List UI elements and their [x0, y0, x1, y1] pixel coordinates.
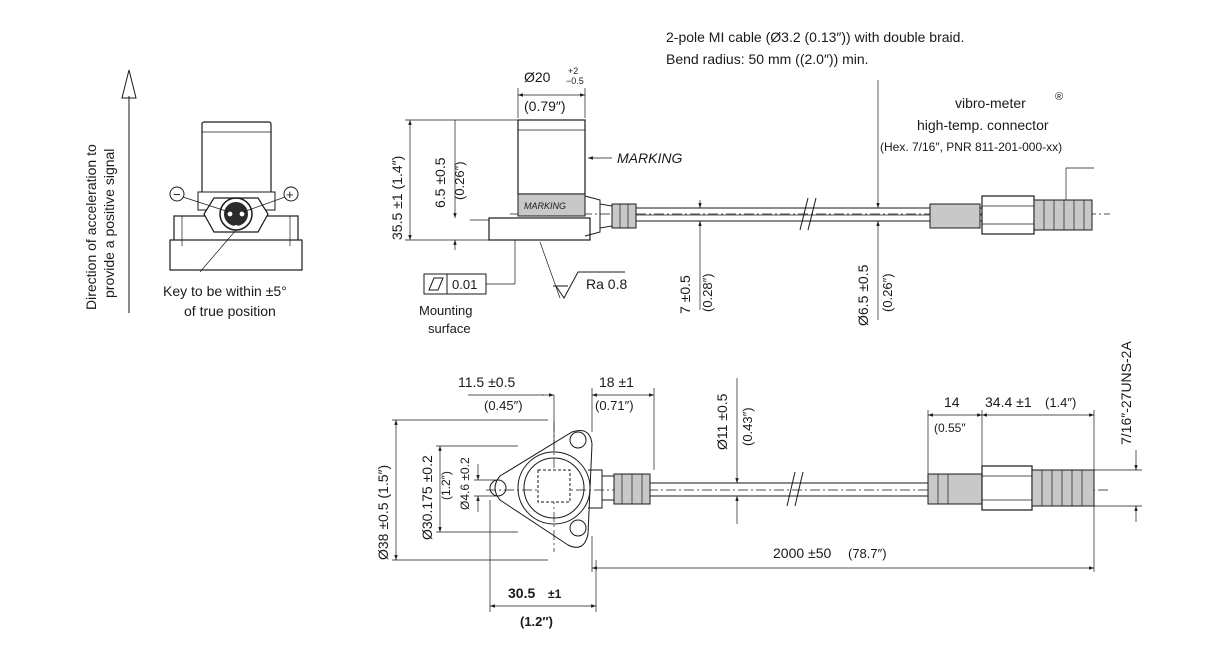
dim-11-5-label: 11.5 ±0.5	[458, 374, 515, 390]
negative-pole-symbol: −	[173, 187, 181, 202]
dim-38-label: Ø38 ±0.5 (1.5″)	[375, 465, 391, 560]
triangular-flange	[494, 430, 593, 548]
cable-diameter-inch: (0.26″)	[880, 273, 895, 312]
dim-14-label: 14	[944, 394, 960, 410]
dim-11-5-inch: (0.45″)	[484, 398, 523, 413]
dim-30-175-inch: (1.2″)	[439, 471, 453, 500]
dim-4-6-label: Ø4.6 ±0.2	[458, 457, 472, 510]
negative-pole-icon	[169, 186, 185, 202]
dim-18-inch: (0.71″)	[595, 398, 634, 413]
marking-band-text: MARKING	[524, 201, 566, 211]
flatness-value: 0.01	[452, 277, 477, 292]
connector-part-number: (Hex. 7/16″, PNR 811-201-000-xx)	[880, 140, 1062, 154]
diameter-20-inch: (0.79″)	[524, 98, 566, 114]
connector-type: high-temp. connector	[917, 117, 1049, 133]
positive-pole-icon	[283, 186, 299, 202]
sensor-cylinder	[201, 121, 272, 195]
dim-7-label: 7 ±0.5	[677, 275, 693, 314]
dim-34-4-label: 34.4 ±1	[985, 394, 1032, 410]
diameter-20-tol-plus: +2	[568, 66, 578, 76]
registered-mark: ®	[1055, 91, 1063, 103]
direction-label-line-2: provide a positive signal	[101, 149, 117, 298]
cable-diameter-label: Ø6.5 ±0.5	[855, 264, 871, 326]
dim-30-5-tol: ±1	[548, 587, 562, 601]
height-6-5-label: 6.5 ±0.5	[432, 157, 448, 208]
side-view: MARKING Ø20 +2 −0.5 (0.79″)	[389, 29, 1134, 445]
side-sensor-cylinder	[517, 119, 586, 195]
roughness-label: Ra 0.8	[586, 276, 627, 292]
top-view: 11.5 ±0.5 (0.45″) 18 ±1 (0.71″) Ø11 ±0.5…	[375, 374, 1142, 629]
dim-34-4-inch: (1.4″)	[1045, 395, 1076, 410]
direction-arrow	[121, 69, 137, 313]
thread-spec: 7/16″-27UNS-2A	[1118, 341, 1134, 445]
marking-pointer-label: MARKING	[617, 150, 682, 166]
dim-2000-label: 2000 ±50	[773, 545, 832, 561]
dim-11-inch: (0.43″)	[740, 407, 755, 446]
height-35-5-label: 35.5 ±1 (1.4″)	[389, 156, 405, 240]
front-view: Direction of acceleration to provide a p…	[83, 69, 303, 319]
dim-30-175-label: Ø30.175 ±0.2	[419, 455, 435, 540]
marking-band	[517, 193, 586, 217]
key-note-line-1: Key to be within ±5°	[163, 283, 287, 299]
dim-11-label: Ø11 ±0.5	[714, 393, 730, 450]
dim-7-inch: (0.28″)	[700, 273, 715, 312]
dim-14-inch: (0.55″	[934, 421, 966, 435]
cable-description-line-2: Bend radius: 50 mm ((2.0″)) min.	[666, 51, 869, 67]
cable-description-line-1: 2-pole MI cable (Ø3.2 (0.13″)) with doub…	[666, 29, 964, 45]
dim-2000-inch: (78.7″)	[848, 546, 887, 561]
dim-30-5-inch: (1.2″)	[520, 614, 553, 629]
mounting-surface-line-2: surface	[428, 321, 471, 336]
positive-pole-symbol: +	[286, 187, 294, 202]
direction-label-line-1: Direction of acceleration to	[83, 144, 99, 310]
key-note-line-2: of true position	[184, 303, 276, 319]
side-base	[488, 217, 591, 241]
dim-30-5-label: 30.5	[508, 585, 535, 601]
flatness-tolerance-frame	[423, 240, 516, 295]
diameter-20-tol-minus: −0.5	[566, 76, 584, 86]
diameter-20-label: Ø20	[524, 69, 551, 85]
dim-18-label: 18 ±1	[599, 374, 634, 390]
connector-brand: vibro-meter	[955, 95, 1026, 111]
height-6-5-inch: (0.26″)	[452, 161, 467, 200]
mounting-surface-line-1: Mounting	[419, 303, 472, 318]
